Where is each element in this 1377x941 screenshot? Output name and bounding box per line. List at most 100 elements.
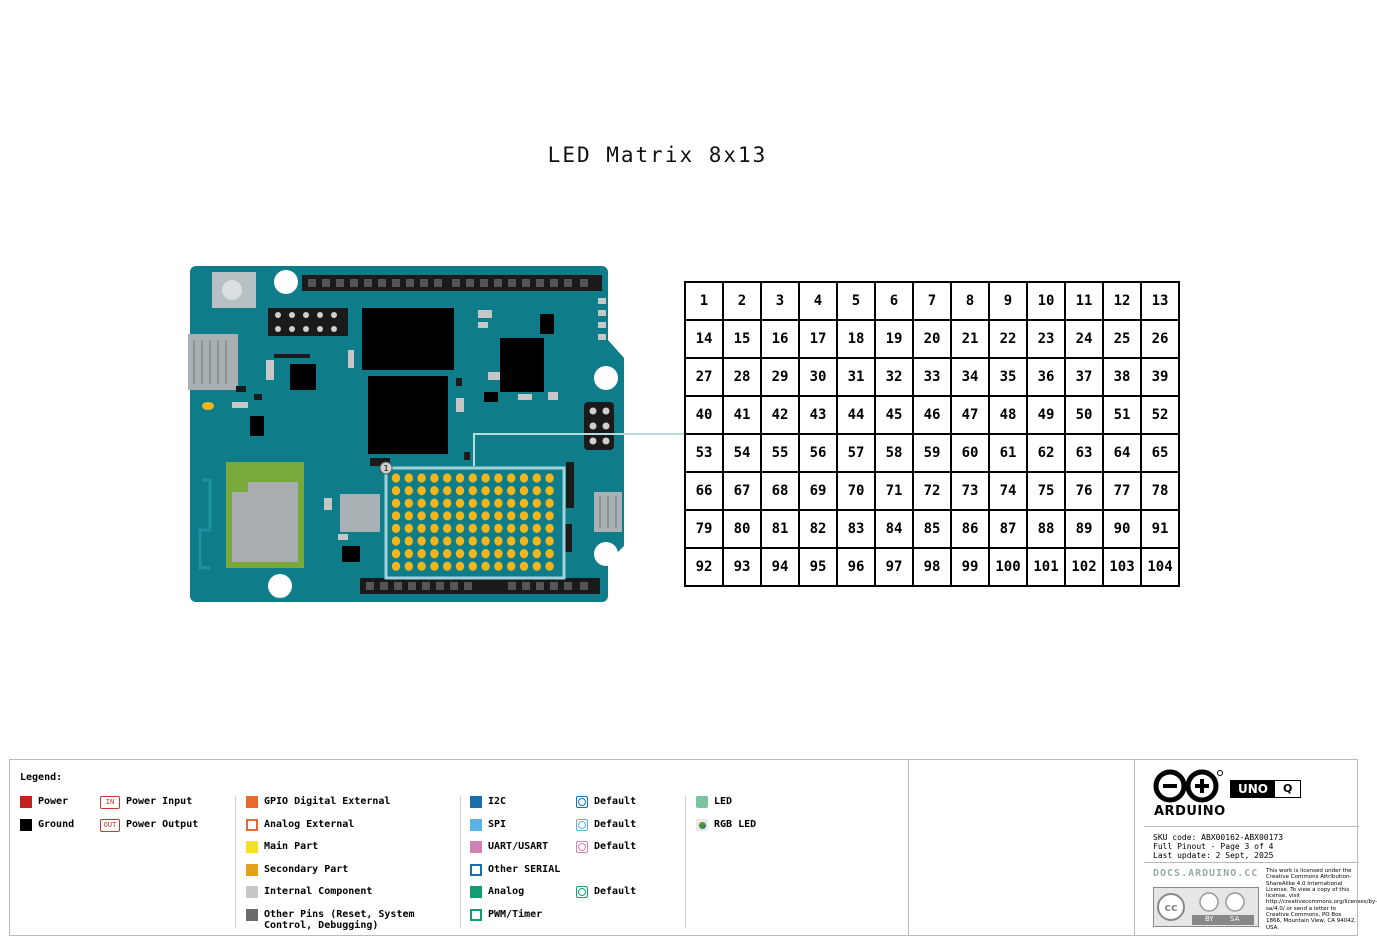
matrix-cell: 90 [1104, 511, 1142, 549]
matrix-led [455, 536, 465, 546]
svg-text:cc: cc [1164, 901, 1177, 914]
matrix-led [404, 511, 413, 521]
matrix-cell: 29 [762, 359, 800, 397]
matrix-led [545, 561, 554, 571]
matrix-cell: 19 [876, 321, 914, 359]
matrix-cell: 66 [686, 473, 724, 511]
matrix-led [545, 536, 554, 546]
matrix-led [532, 536, 541, 546]
matrix-callout-line [473, 433, 684, 466]
matrix-cell: 72 [914, 473, 952, 511]
matrix-cell: 61 [990, 435, 1028, 473]
matrix-cell: 22 [990, 321, 1028, 359]
matrix-cell: 44 [838, 397, 876, 435]
matrix-cell: 82 [800, 511, 838, 549]
matrix-cell: 77 [1104, 473, 1142, 511]
matrix-led [417, 498, 426, 508]
matrix-led [468, 511, 477, 521]
matrix-cell: 71 [876, 473, 914, 511]
matrix-cell: 47 [952, 397, 990, 435]
matrix-led [443, 523, 452, 533]
matrix-led [391, 536, 401, 546]
legend-main-part: Main Part [246, 841, 318, 853]
matrix-cell: 59 [914, 435, 952, 473]
page-title: LED Matrix 8x13 [547, 143, 768, 167]
matrix-led [468, 523, 477, 533]
matrix-cell: 76 [1066, 473, 1104, 511]
matrix-led [443, 511, 452, 521]
matrix-led [545, 549, 554, 559]
matrix-led [430, 549, 439, 559]
matrix-led [430, 561, 439, 571]
matrix-led [417, 486, 426, 496]
legend-rgb-led: RGB LED [696, 819, 756, 831]
matrix-cell: 56 [800, 435, 838, 473]
matrix-led [494, 536, 503, 546]
matrix-led [545, 473, 554, 483]
matrix-led [443, 473, 452, 483]
matrix-cell: 1 [686, 283, 724, 321]
legend-analog-default: Default [576, 886, 636, 898]
matrix-cell: 21 [952, 321, 990, 359]
matrix-led [391, 561, 401, 571]
matrix-cell: 50 [1066, 397, 1104, 435]
matrix-led [468, 498, 477, 508]
mounting-hole [268, 574, 292, 598]
legend-led: LED [696, 796, 732, 808]
matrix-led [455, 511, 465, 521]
matrix-led [507, 486, 516, 496]
matrix-led [443, 549, 452, 559]
matrix-led [443, 486, 452, 496]
bottom-header-pins [366, 582, 588, 590]
matrix-cell: 16 [762, 321, 800, 359]
matrix-led [468, 486, 477, 496]
legend-i2c: I2C [470, 796, 506, 808]
matrix-led [404, 498, 413, 508]
matrix-cell: 43 [800, 397, 838, 435]
matrix-cell: 70 [838, 473, 876, 511]
legend-power: Power [20, 796, 68, 808]
matrix-led [494, 498, 503, 508]
docs-link[interactable]: DOCS.ARDUINO.CC [1153, 868, 1259, 879]
matrix-led [507, 473, 516, 483]
matrix-led [455, 523, 465, 533]
matrix-cell: 12 [1104, 283, 1142, 321]
mounting-hole [274, 270, 298, 294]
matrix-cell: 74 [990, 473, 1028, 511]
usb-connector [188, 334, 238, 390]
sku-code: SKU code: ABX00162-ABX00173 [1153, 833, 1284, 842]
matrix-led [417, 473, 426, 483]
matrix-led [494, 511, 503, 521]
matrix-led [430, 523, 439, 533]
legend-spi: SPI [470, 819, 506, 831]
matrix-cell: 63 [1066, 435, 1104, 473]
matrix-led [430, 536, 439, 546]
matrix-cell: 17 [800, 321, 838, 359]
matrix-led [519, 536, 529, 546]
matrix-cell: 23 [1028, 321, 1066, 359]
debug-header [268, 308, 348, 336]
matrix-cell: 94 [762, 549, 800, 587]
matrix-cell: 100 [990, 549, 1028, 587]
matrix-cell: 98 [914, 549, 952, 587]
matrix-cell: 102 [1066, 549, 1104, 587]
main-chip [362, 308, 454, 370]
matrix-cell: 58 [876, 435, 914, 473]
matrix-cell: 75 [1028, 473, 1066, 511]
matrix-cell: 80 [724, 511, 762, 549]
matrix-led [404, 536, 413, 546]
matrix-cell: 60 [952, 435, 990, 473]
legend-analog-external: Analog External [246, 819, 354, 831]
matrix-led [519, 511, 529, 521]
matrix-cell: 81 [762, 511, 800, 549]
matrix-led [532, 523, 541, 533]
matrix-led [404, 473, 413, 483]
legend-uart: UART/USART [470, 841, 548, 853]
memory-chip [368, 376, 448, 454]
matrix-cell: 45 [876, 397, 914, 435]
matrix-led [494, 486, 503, 496]
matrix-led [455, 498, 465, 508]
matrix-cell: 84 [876, 511, 914, 549]
